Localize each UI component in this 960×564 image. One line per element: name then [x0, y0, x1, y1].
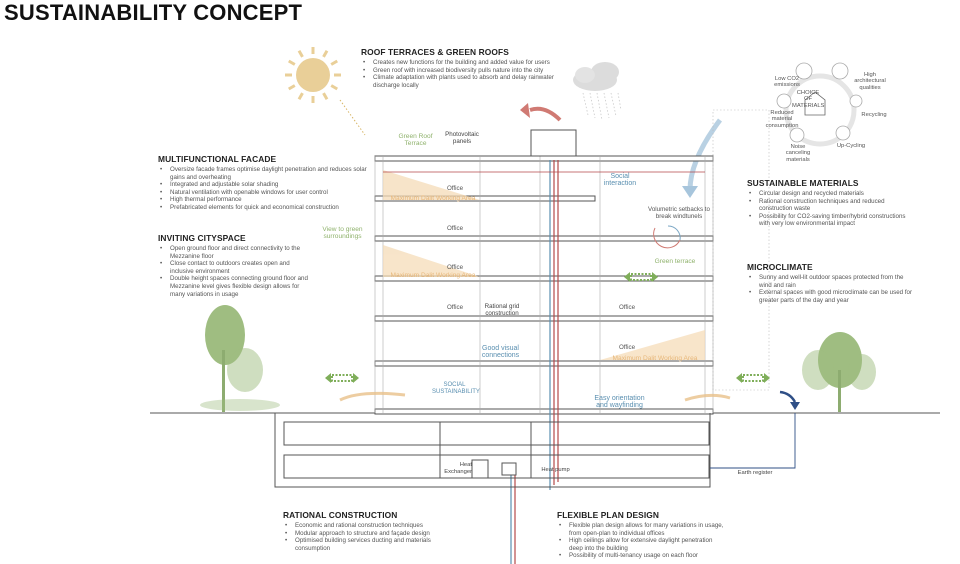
label-max-daylit: Maximum Dalit Working Area	[390, 272, 476, 279]
bullet: Double height spaces connecting ground f…	[158, 275, 308, 298]
daylight-areas	[383, 170, 705, 360]
sun-ray	[288, 84, 296, 91]
basement	[274, 413, 711, 488]
sun-ray	[322, 92, 329, 100]
tree-left	[200, 305, 280, 412]
earth-register-arrow	[779, 390, 797, 403]
wheel-item: Reduced material consumption	[765, 110, 799, 129]
sun-ray-arrow	[339, 99, 366, 136]
sun-ray	[330, 84, 338, 91]
section-rational-construction: RATIONAL CONSTRUCTION Economic and ratio…	[283, 510, 463, 552]
section-heading: ROOF TERRACES & GREEN ROOFS	[361, 47, 509, 57]
bullet: Optimised building services ducting and …	[283, 537, 463, 552]
sun-ray	[297, 50, 304, 58]
green-connection-arrow	[325, 272, 770, 383]
bullet: Natural ventilation with openable window…	[158, 189, 370, 197]
label-green-roof-terrace: Green Roof Terrace	[398, 133, 433, 147]
rain-cloud-icon	[573, 62, 622, 121]
label-office: Office	[618, 304, 636, 311]
floor-slab	[374, 315, 714, 322]
label-good-visual: Good visual connections	[481, 345, 520, 359]
section-heading: FLEXIBLE PLAN DESIGN	[557, 510, 660, 520]
label-easy-orientation: Easy orientation and wayfinding	[594, 395, 645, 409]
section-multifunctional-facade: MULTIFUNCTIONAL FACADE Oversize facade f…	[158, 154, 370, 212]
bullet: External spaces with good microclimate c…	[747, 289, 917, 304]
section-roof-terraces: ROOF TERRACES & GREEN ROOFS Creates new …	[361, 47, 561, 89]
floor-slab	[374, 155, 714, 162]
sun-ray	[330, 59, 338, 66]
label-heat-exchanger: Heat Exchanger	[444, 462, 472, 475]
bullet: Rational construction techniques and red…	[747, 198, 917, 213]
label-office: Office	[446, 225, 464, 232]
label-photovoltaic: Photovoltaic panels	[445, 131, 479, 145]
wheel-item: Recycling	[861, 112, 887, 118]
bullet: Green roof with increased biodiversity p…	[361, 67, 561, 75]
cycle-arrow	[653, 227, 681, 249]
bullet: High ceilings allow for extensive daylig…	[557, 537, 727, 552]
floor-slab	[374, 235, 714, 242]
label-rational-grid: Rational grid construction	[484, 303, 520, 317]
sun-ray	[297, 92, 304, 100]
bullet: Prefabricated elements for quick and eco…	[158, 204, 370, 212]
label-max-daylit: Maximum Dalit Working Area	[612, 355, 698, 362]
earth-register-pipe	[710, 413, 796, 469]
wheel-item: High architectural qualities	[854, 72, 886, 91]
label-green-terrace: Green terrace	[654, 258, 696, 265]
sun-icon	[285, 47, 341, 103]
section-sustainable-materials: SUSTAINABLE MATERIALS Circular design an…	[747, 178, 917, 228]
label-office: Office	[618, 344, 636, 351]
page-title: SUSTAINABILITY CONCEPT	[4, 0, 303, 25]
label-max-daylit: Maximum Dalit Working Area	[390, 195, 476, 202]
section-microclimate: MICROCLIMATE Sunny and well-lit outdoor …	[747, 262, 917, 304]
ventilation-arrow-left	[339, 391, 406, 402]
bullet: Creates new functions for the building a…	[361, 59, 561, 67]
wheel-item: Noise canceling materials	[785, 144, 811, 163]
sun-ray	[322, 50, 329, 58]
wheel-item: Up-Cycling	[836, 143, 866, 149]
bullet: Open ground floor and direct connectivit…	[158, 245, 308, 260]
bullet: Possibility of multi-tenancy usage on ea…	[557, 552, 727, 560]
bullet: Integrated and adjustable solar shading	[158, 181, 370, 189]
service-pipes	[383, 160, 705, 564]
label-social-interaction: Social interaction	[603, 173, 637, 187]
bullet: Modular approach to structure and façade…	[283, 530, 463, 538]
section-heading: INVITING CITYSPACE	[158, 233, 246, 243]
section-heading: RATIONAL CONSTRUCTION	[283, 510, 398, 520]
bullet: Climate adaptation with plants used to a…	[361, 74, 561, 89]
section-heading: MULTIFUNCTIONAL FACADE	[158, 154, 277, 164]
bullet: Oversize facade frames optimise daylight…	[158, 166, 370, 181]
wheel-item: Low CO2 emissions	[774, 76, 800, 89]
section-heading: SUSTAINABLE MATERIALS	[747, 178, 859, 188]
bullet: High thermal performance	[158, 196, 370, 204]
label-volumetric-setbacks: Volumetric setbacks to break windtunels	[648, 206, 710, 220]
section-heading: MICROCLIMATE	[747, 262, 813, 272]
label-earth-register: Earth register	[737, 470, 773, 476]
materials-wheel	[776, 62, 863, 147]
label-office: Office	[446, 264, 464, 271]
bullet: Economic and rational construction techn…	[283, 522, 463, 530]
label-office: Office	[446, 304, 464, 311]
bullet: Possibility for CO2-saving timber/hybrid…	[747, 213, 917, 228]
bullet: Sunny and well-lit outdoor spaces protec…	[747, 274, 917, 289]
section-inviting-cityspace: INVITING CITYSPACE Open ground floor and…	[158, 233, 308, 298]
ventilation-arrow-right	[684, 393, 731, 402]
sun-ray	[288, 59, 296, 66]
label-view-green: View to green surroundings	[322, 226, 363, 240]
bullet: Flexible plan design allows for many var…	[557, 522, 727, 537]
building-structure	[374, 129, 714, 415]
bullet: Close contact to outdoors creates open a…	[158, 260, 308, 275]
wheel-center-label: CHOICE OF MATERIALS	[792, 90, 825, 109]
floor-slab	[374, 408, 714, 415]
tree-right	[802, 332, 876, 412]
label-heat-pump: Heat pump	[541, 467, 570, 473]
label-social-sustainability: SOCIAL SUSTAINABILITY	[432, 382, 480, 395]
label-office: Office	[446, 185, 464, 192]
roof-plant-room	[530, 129, 577, 157]
section-flexible-plan-design: FLEXIBLE PLAN DESIGN Flexible plan desig…	[557, 510, 727, 560]
bullet: Circular design and recycled materials	[747, 190, 917, 198]
hot-air-arrow	[529, 106, 562, 122]
